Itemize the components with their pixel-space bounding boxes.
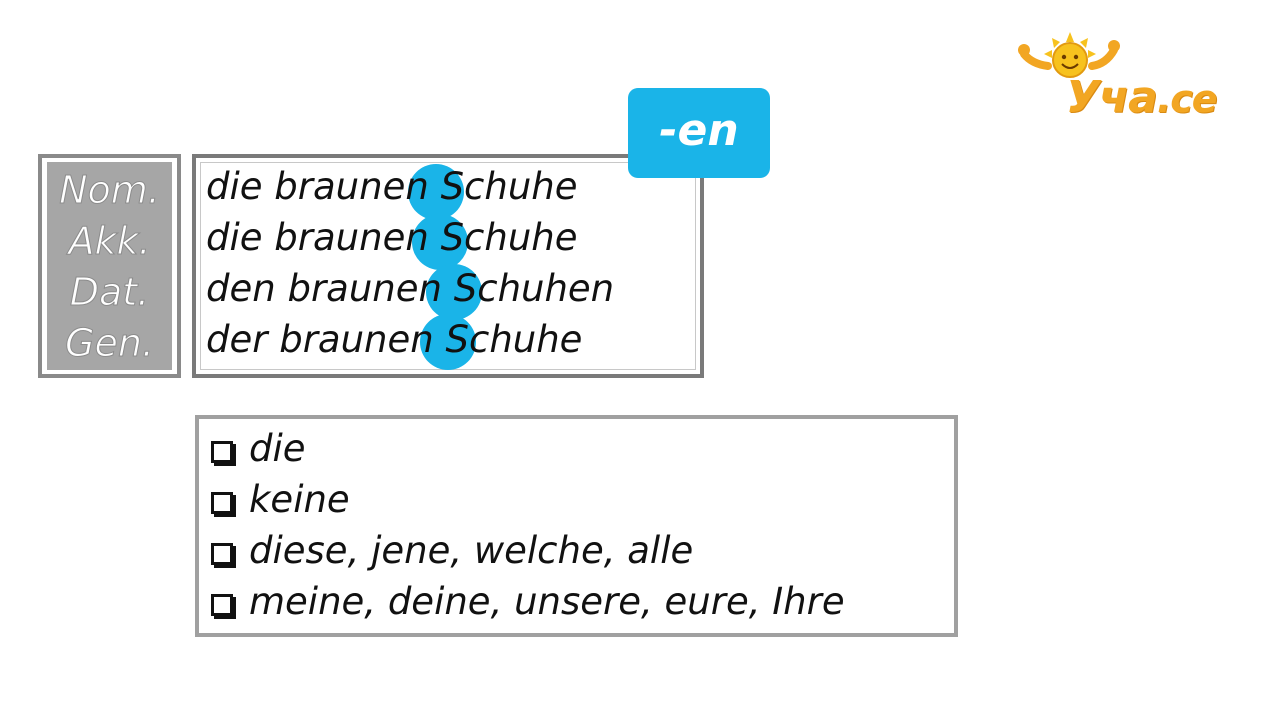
ending-badge: -en	[628, 88, 770, 178]
checkbox-icon	[211, 492, 233, 514]
ending-highlight	[408, 164, 464, 220]
case-labels-box: Nom. Akk. Dat. Gen.	[38, 154, 181, 378]
checkbox-icon	[211, 594, 233, 616]
adjective: braunen	[279, 318, 434, 361]
declension-row-akk: die braunen Schuhe	[206, 213, 578, 263]
adjective: braunen	[274, 165, 429, 208]
declension-row-dat: den braunen Schuhen	[206, 264, 614, 314]
noun: Schuhen	[453, 267, 615, 310]
sun-mascot-icon	[1018, 32, 1120, 78]
case-label-nom: Nom.	[59, 168, 161, 213]
noun: Schuhe	[445, 318, 583, 361]
noun: Schuhe	[440, 216, 578, 259]
ending-highlight	[412, 214, 468, 270]
logo-wordmark: Уча.ce	[1066, 72, 1218, 123]
adjective: braunen	[274, 216, 429, 259]
adjective-ending: en	[382, 165, 429, 208]
case-label-dat: Dat.	[69, 270, 150, 315]
case-label-gen: Gen.	[65, 321, 155, 366]
ucha-logo: Уча.ce	[1018, 32, 1228, 132]
ending-highlight	[426, 264, 482, 320]
declension-row-nom: die braunen Schuhe	[206, 162, 578, 212]
noun: Schuhe	[440, 165, 578, 208]
adjective-ending: en	[382, 216, 429, 259]
case-label-akk: Akk.	[68, 219, 151, 264]
article: der	[206, 318, 268, 361]
determiner-item: die	[211, 423, 306, 475]
checkbox-icon	[211, 441, 233, 463]
adjective-ending: en	[395, 267, 442, 310]
determiner-item: diese, jene, welche, alle	[211, 525, 693, 577]
checkbox-icon	[211, 543, 233, 565]
case-labels-panel: Nom. Akk. Dat. Gen.	[47, 162, 172, 370]
declension-row-gen: der braunen Schuhe	[206, 315, 582, 365]
determiner-item: keine	[211, 474, 350, 526]
determiner-item: meine, deine, unsere, eure, Ihre	[211, 576, 845, 628]
declension-box: die braunen Schuhe die braunen Schuhe de…	[192, 154, 704, 378]
article: die	[206, 165, 263, 208]
determiners-box: die keine diese, jene, welche, alle mein…	[195, 415, 958, 637]
adjective: braunen	[287, 267, 442, 310]
article: die	[206, 216, 263, 259]
ending-highlight	[420, 314, 476, 370]
adjective-ending: en	[387, 318, 434, 361]
article: den	[206, 267, 276, 310]
